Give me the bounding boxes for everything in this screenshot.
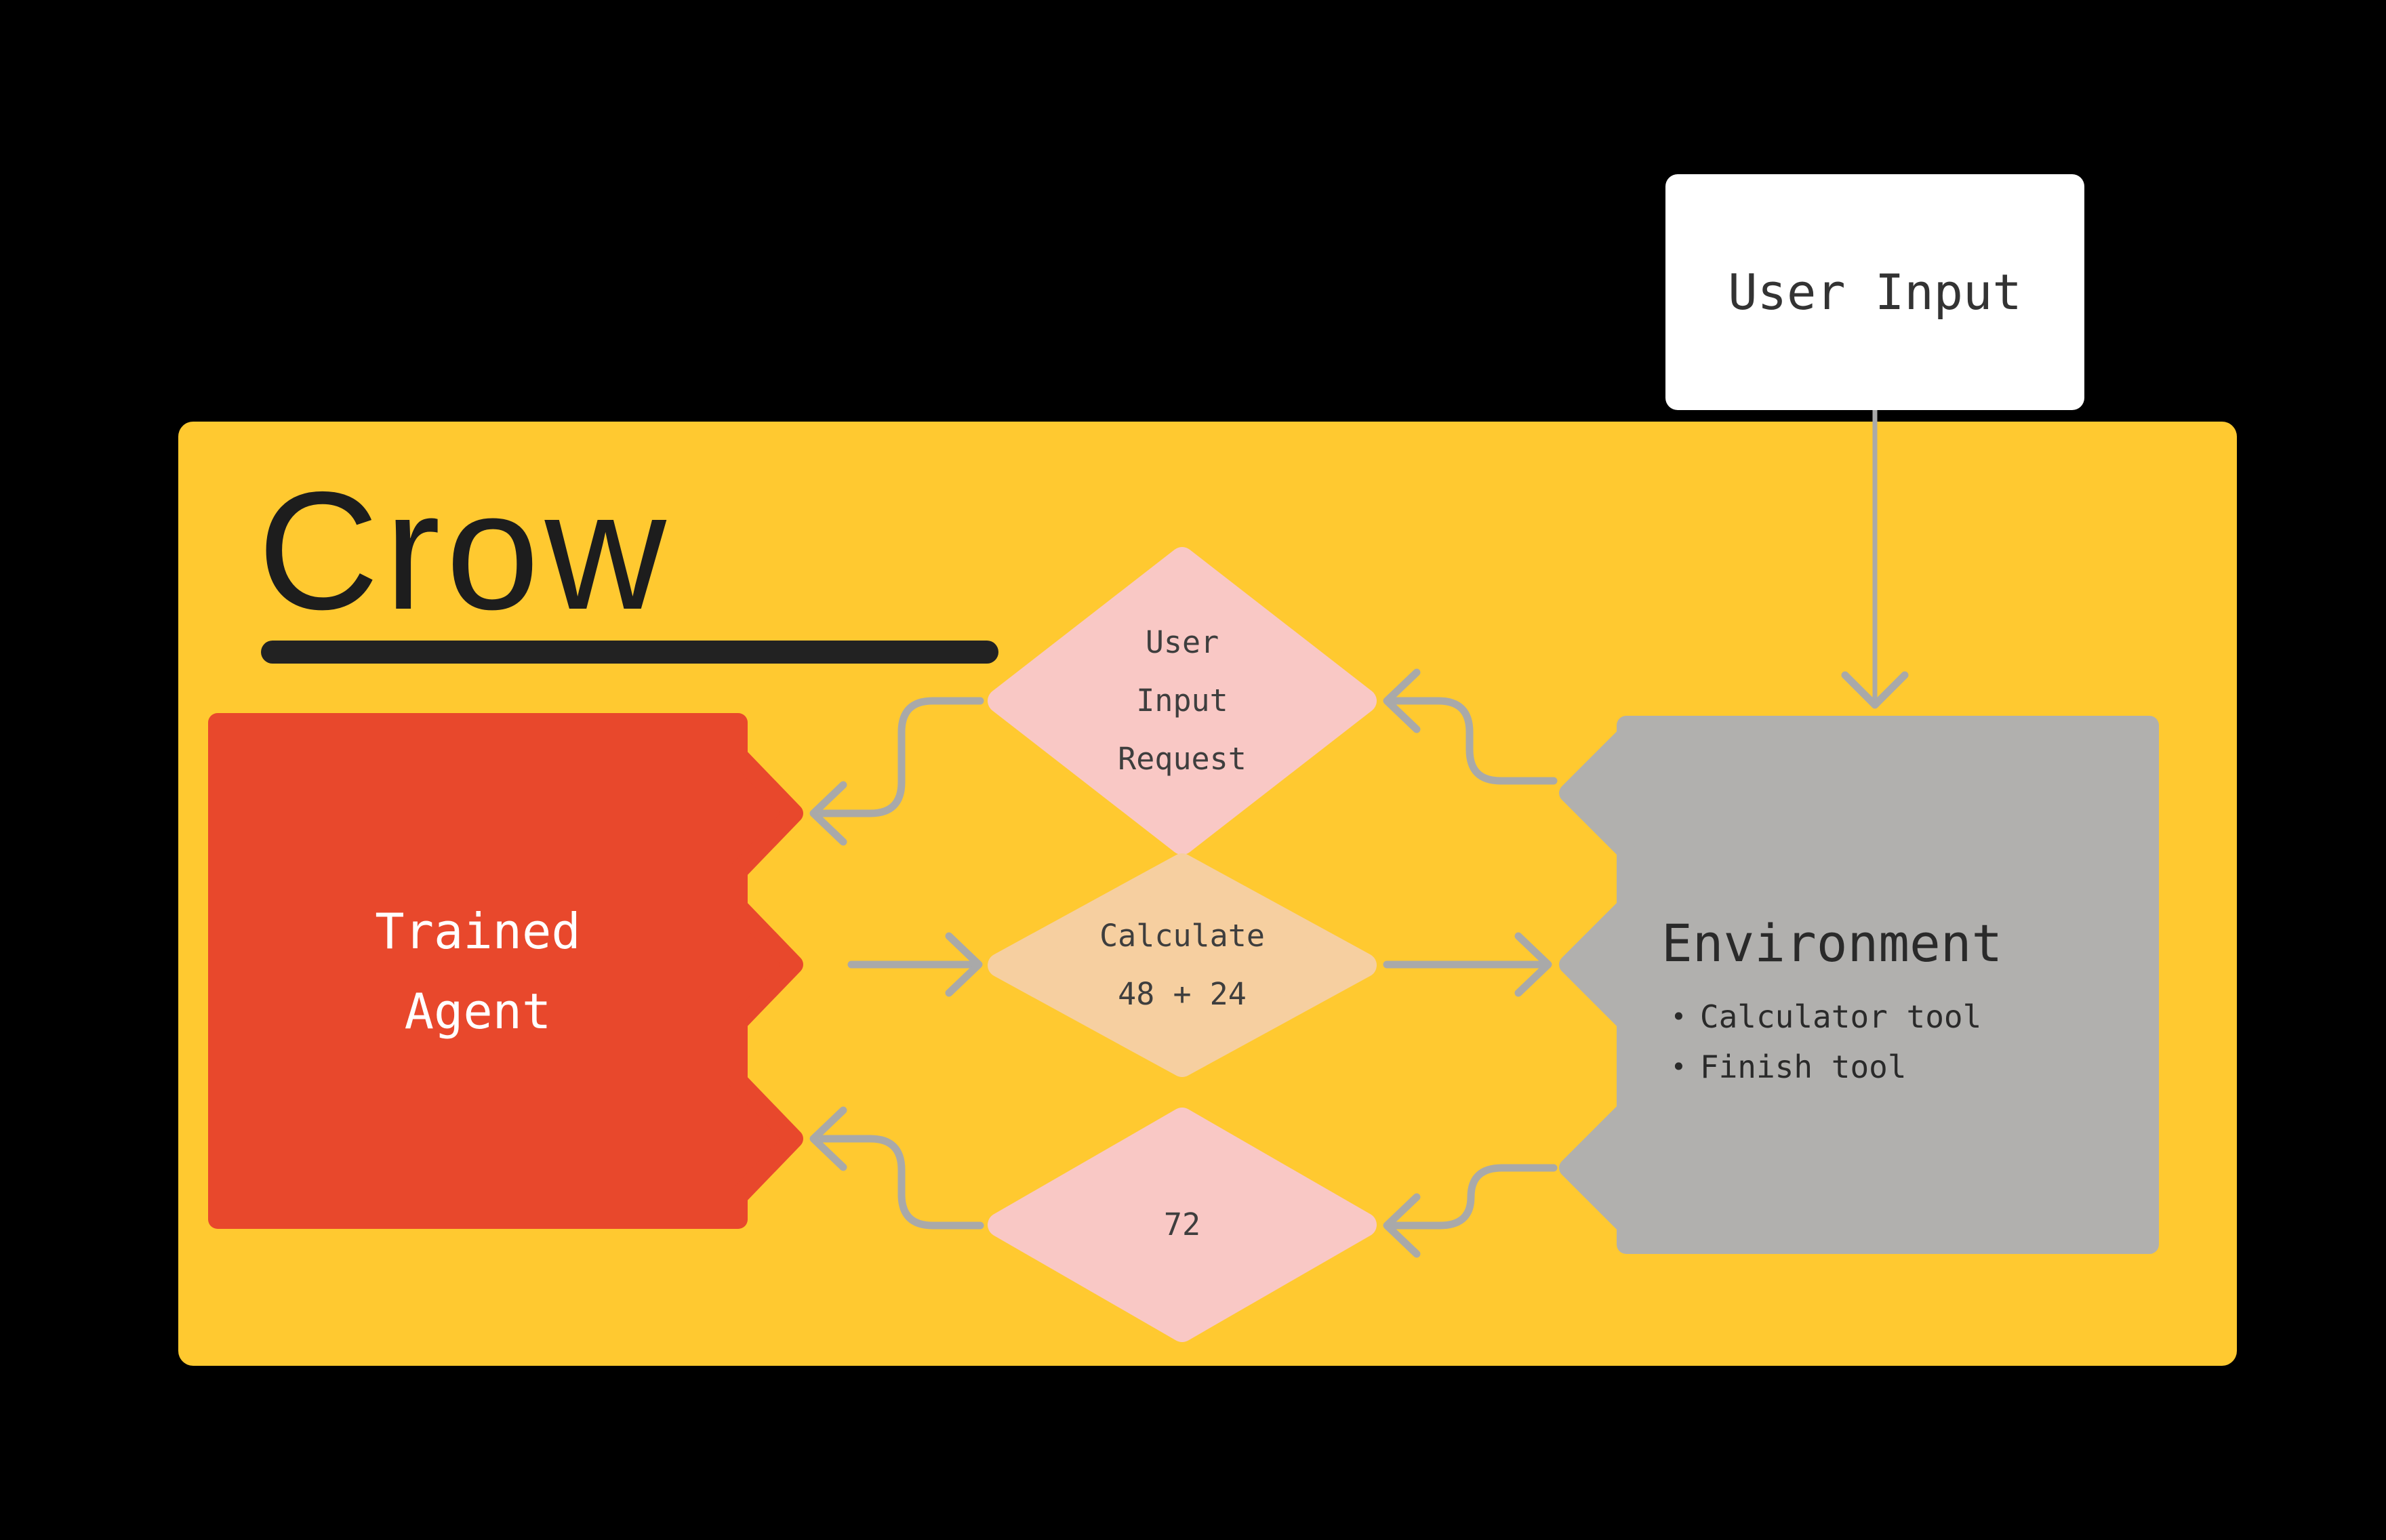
arrow-agent-to-calculate-diamond-head xyxy=(945,932,983,997)
environment-title: Environment xyxy=(1661,913,2003,973)
arrow-environment-to-request-diamond xyxy=(1391,697,1558,785)
diamond-calculate-label: Calculate 48 + 24 xyxy=(988,907,1377,1024)
diamond-text-line: 48 + 24 xyxy=(1118,976,1247,1012)
diamond-user-input-request xyxy=(988,547,1377,855)
environment-tool-item: • Calculator tool xyxy=(1661,992,2002,1042)
environment-box xyxy=(1559,716,2159,1254)
trained-agent-line: Agent xyxy=(404,982,552,1040)
environment-tool-list: • Calculator tool • Finish tool xyxy=(1661,992,2002,1092)
arrow-user-input-to-environment-head xyxy=(1841,671,1909,709)
diamond-text-line: Request xyxy=(1118,741,1247,777)
environment-tool-item: • Finish tool xyxy=(1661,1042,2002,1092)
diamond-result-label: 72 xyxy=(988,1196,1377,1254)
environment-tool-name: Calculator tool xyxy=(1699,998,1982,1035)
page-title: Crow xyxy=(258,456,672,645)
arrow-request-diamond-to-agent-head xyxy=(809,781,847,846)
arrow-result-diamond-to-agent-head xyxy=(809,1106,847,1171)
environment-tool-name: Finish tool xyxy=(1699,1049,1907,1085)
arrow-request-diamond-to-agent xyxy=(819,697,984,817)
trained-agent-label: Trained Agent xyxy=(208,713,748,1229)
bullet-icon: • xyxy=(1671,1002,1686,1032)
diamond-user-input-request-label: User Input Request xyxy=(988,613,1377,788)
arrow-environment-to-request-diamond-head xyxy=(1383,668,1421,733)
diamond-result xyxy=(988,1108,1377,1342)
title-underline xyxy=(261,641,998,664)
bullet-icon: • xyxy=(1671,1052,1686,1082)
arrow-environment-to-result-diamond xyxy=(1391,1164,1558,1230)
environment-label-block: Environment • Calculator tool • Finish t… xyxy=(1661,911,2002,1092)
trained-agent-box xyxy=(208,713,803,1229)
trained-agent-line: Trained xyxy=(375,902,581,960)
user-input-label: User Input xyxy=(1728,264,2022,321)
diamond-text-line: 72 xyxy=(1163,1207,1201,1242)
diamond-text-line: Input xyxy=(1136,683,1228,718)
diamond-text-line: User xyxy=(1145,624,1219,660)
diamond-calculate xyxy=(988,853,1377,1077)
arrow-calculate-diamond-to-environment-head xyxy=(1514,932,1552,997)
user-input-card: User Input xyxy=(1665,174,2084,410)
arrow-environment-to-result-diamond-head xyxy=(1383,1193,1421,1258)
arrow-result-diamond-to-agent xyxy=(819,1135,984,1230)
diamond-text-line: Calculate xyxy=(1099,918,1265,954)
